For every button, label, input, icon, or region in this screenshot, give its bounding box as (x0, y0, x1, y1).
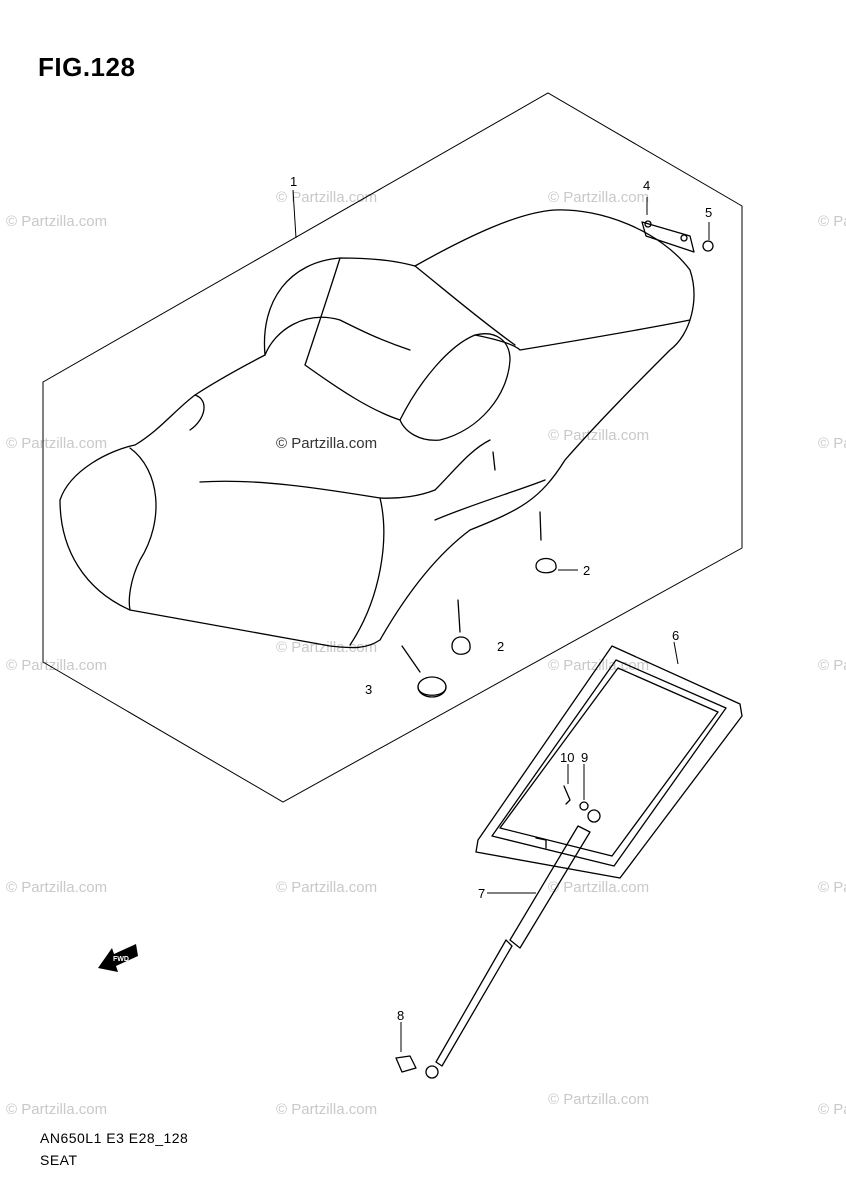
rubber-cushion-2b[interactable] (451, 599, 471, 655)
callout-8: 8 (397, 1008, 404, 1023)
watermark-layer: © Partzilla.com © Partzilla.com © Partzi… (6, 189, 846, 1118)
assembly-outline (42, 92, 743, 803)
figure-title: FIG.128 (38, 52, 136, 82)
watermark: © Partzilla.com (818, 213, 846, 230)
callout-7: 7 (478, 886, 485, 901)
watermark: © Partzilla.com (818, 1101, 846, 1118)
storage-frame-6[interactable] (475, 641, 743, 879)
seat-assembly[interactable] (59, 209, 695, 649)
callout-3: 3 (365, 682, 372, 697)
watermark: © Partzilla.com (548, 879, 649, 896)
watermark: © Partzilla.com (818, 879, 846, 896)
watermark: © Partzilla.com (6, 657, 107, 674)
callout-1: 1 (290, 174, 297, 189)
fwd-label: FWD (113, 956, 129, 963)
watermark: © Partzilla.com (6, 1101, 107, 1118)
callout-4: 4 (643, 178, 650, 193)
center-watermark: © Partzilla.com (276, 435, 377, 452)
forward-arrow-icon: FWD (98, 944, 138, 972)
clip-9[interactable] (579, 764, 589, 811)
callout-6: 6 (672, 628, 679, 643)
diagram-code: AN650L1 E3 E28_128 (40, 1130, 189, 1146)
watermark: © Partzilla.com (6, 213, 107, 230)
callout-5: 5 (705, 205, 712, 220)
watermark: © Partzilla.com (818, 657, 846, 674)
watermark: © Partzilla.com (276, 879, 377, 896)
watermark: © Partzilla.com (6, 879, 107, 896)
watermark: © Partzilla.com (276, 189, 377, 206)
rubber-cushion-2a[interactable] (535, 557, 578, 574)
callout-10: 10 (560, 750, 574, 765)
cushion-3[interactable] (401, 645, 447, 698)
latch (535, 837, 547, 849)
callout-2a: 2 (583, 563, 590, 578)
watermark: © Partzilla.com (548, 427, 649, 444)
gas-strut-7[interactable] (425, 809, 601, 1079)
watermark: © Partzilla.com (548, 1091, 649, 1108)
bracket-4[interactable] (641, 197, 695, 253)
nut-5[interactable] (702, 222, 714, 252)
watermark: © Partzilla.com (548, 189, 649, 206)
leader-1 (292, 189, 297, 239)
callout-2b: 2 (497, 639, 504, 654)
section-name: SEAT (40, 1152, 78, 1168)
watermark: © Partzilla.com (818, 435, 846, 452)
watermark: © Partzilla.com (276, 1101, 377, 1118)
callout-9: 9 (581, 750, 588, 765)
watermark: © Partzilla.com (6, 435, 107, 452)
bolt-8[interactable] (395, 1022, 417, 1073)
callouts: 1 2 2 3 4 5 6 7 8 9 10 (290, 174, 712, 1023)
pin-10[interactable] (563, 764, 571, 805)
